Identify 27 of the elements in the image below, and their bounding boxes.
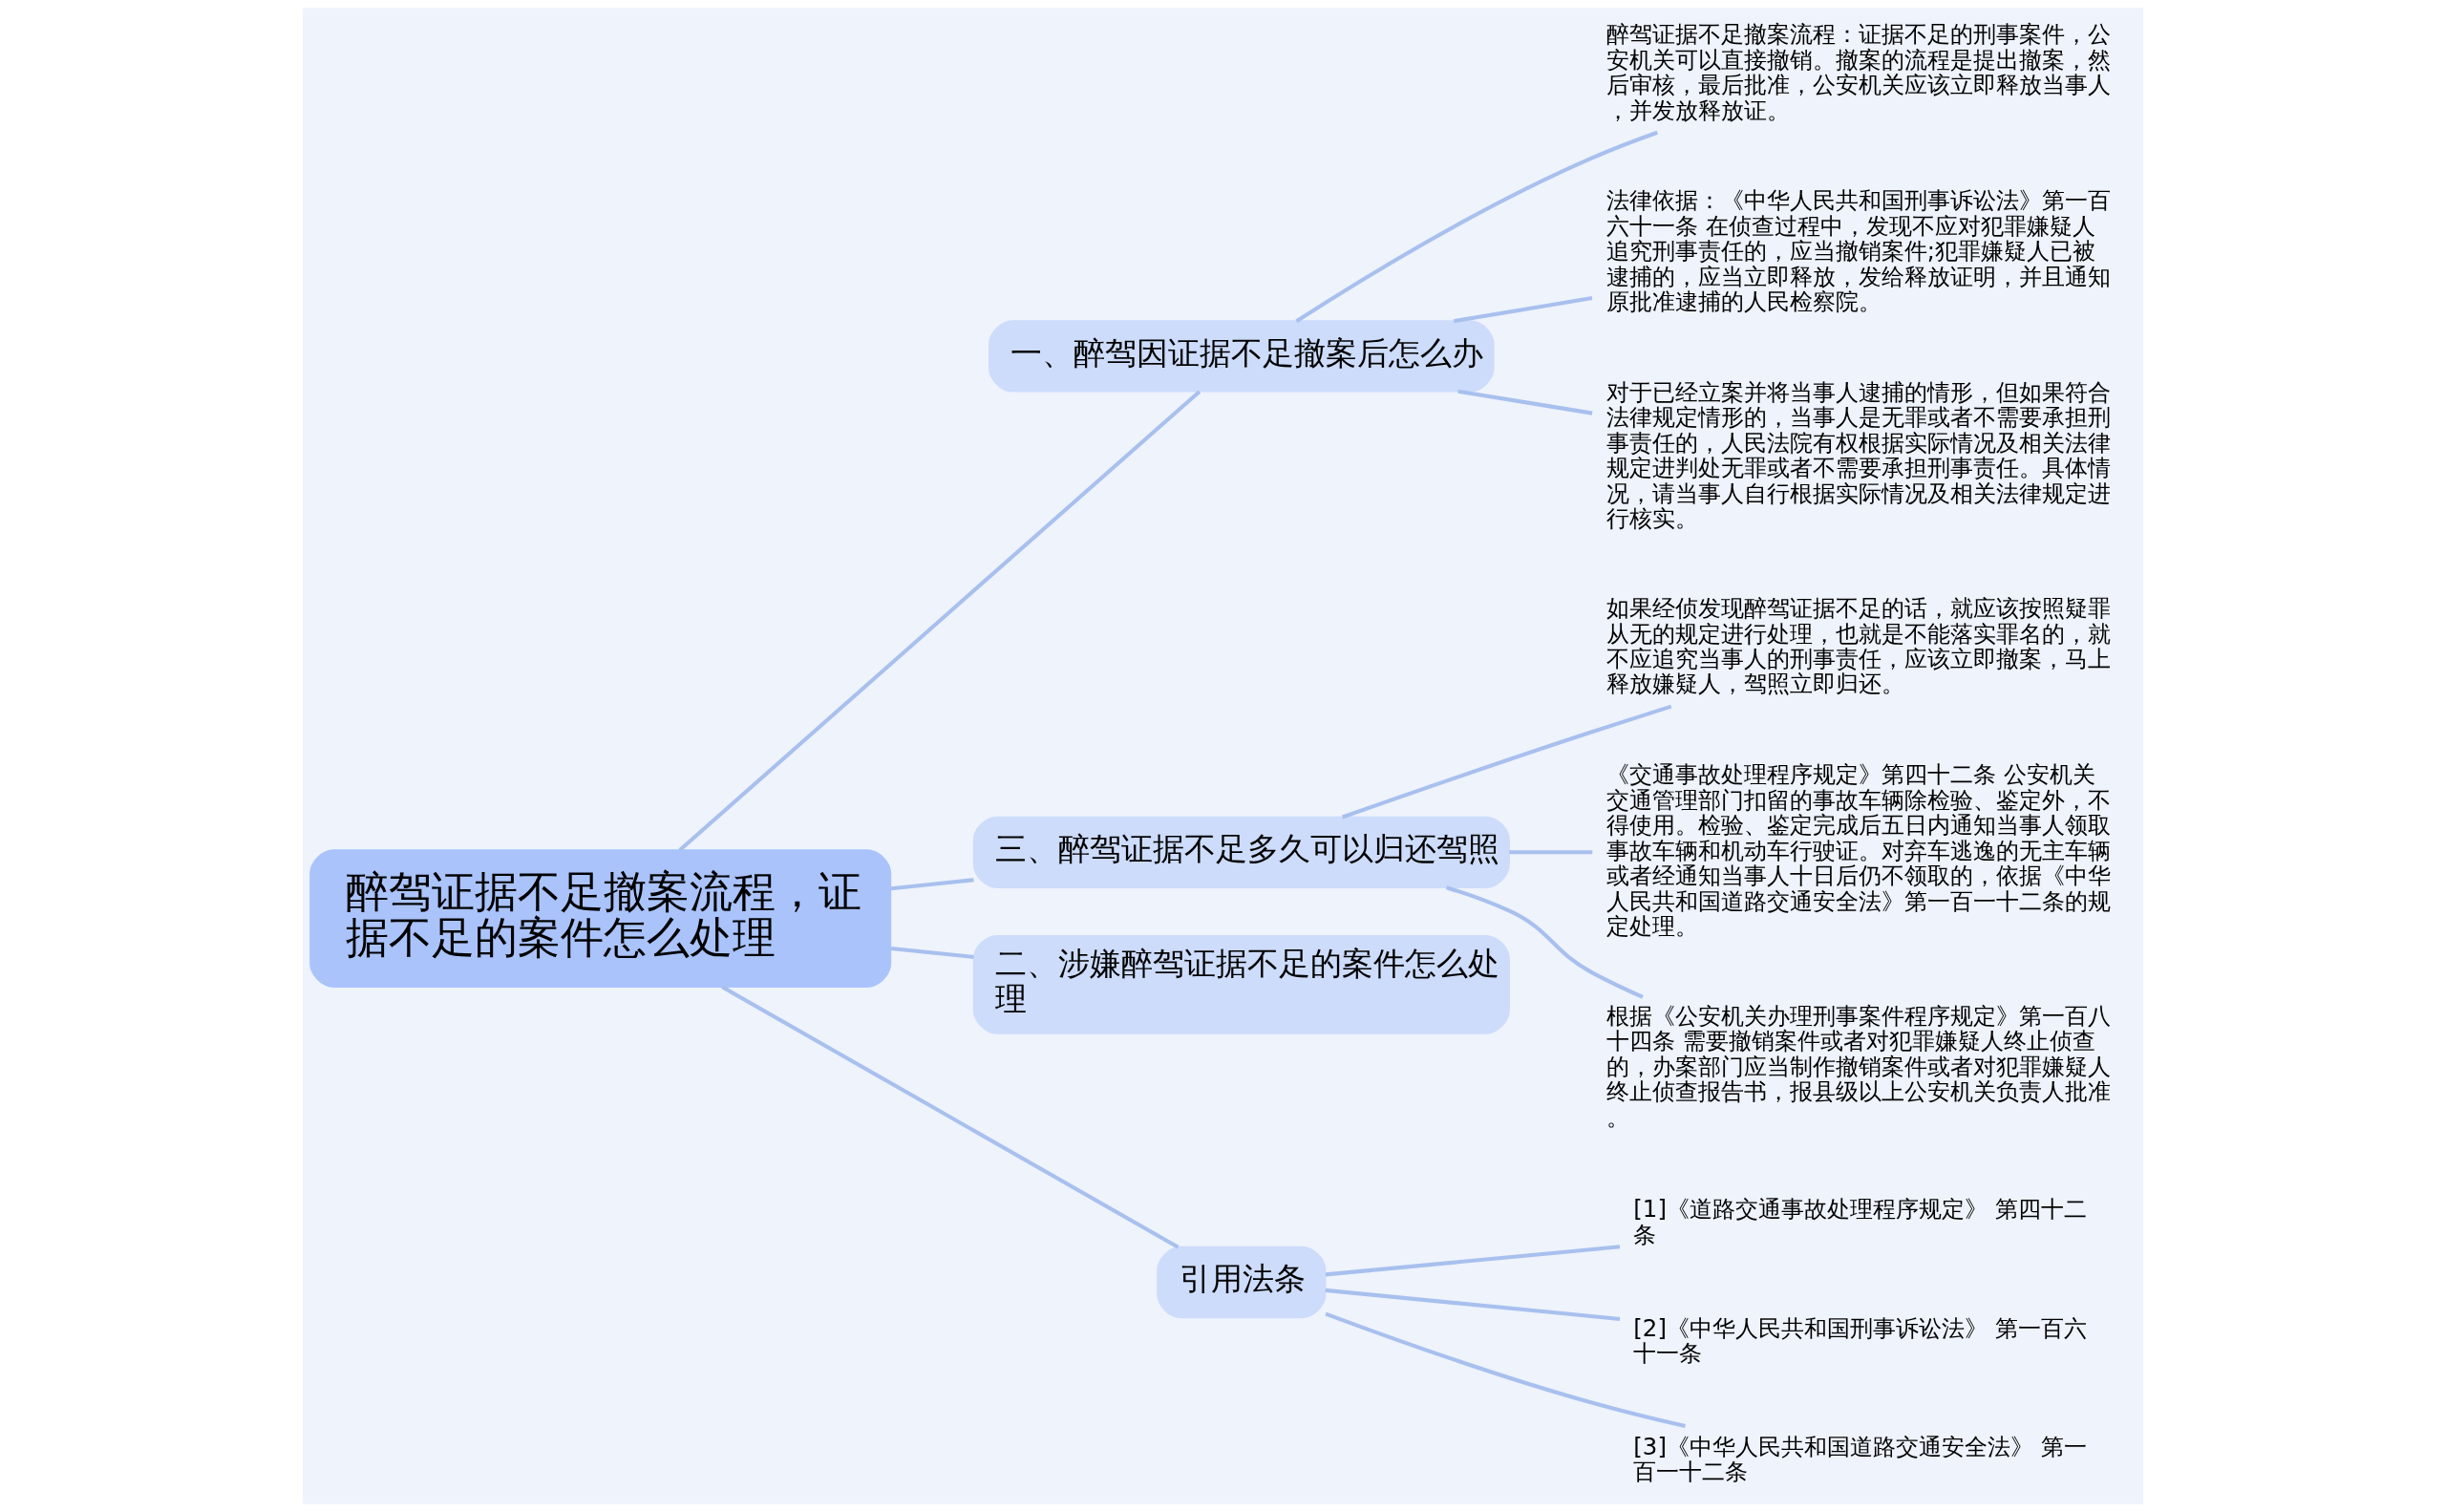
connector bbox=[1294, 130, 1658, 323]
node-text: 如果经侦发现醉驾证据不足的话，就应该按照疑罪从无的规定进行处理，也就是不能落实罪名的，就不应追究当事人的刑事责任，应该立即撤案，马上释放嫌疑人，驾照立即归还。 bbox=[1605, 594, 2111, 698]
connector bbox=[1456, 389, 1592, 415]
connector bbox=[678, 390, 1201, 852]
node-text: 《交通事故处理程序规定》第四十二条 公安机关交通管理部门扣留的事故车辆除检验、鉴定外，不得使用。检验、鉴定完成后五日内通知当事人领取事故车辆和机动车行驶证。对弃车逃逸的无主车辆或者经通知当事人十日后仍不领取的，依据《中华人民共和国道路交通安全法》第一百一十二条的规定处理。 bbox=[1605, 760, 2111, 941]
node-text: [1]《道路交通事故处理程序规定》 第四十二条 bbox=[1632, 1195, 2087, 1248]
connector bbox=[1324, 1311, 1686, 1429]
connector bbox=[1341, 704, 1671, 820]
connector bbox=[890, 946, 974, 959]
connector bbox=[1325, 1245, 1620, 1277]
connector bbox=[1325, 1288, 1620, 1321]
node-box: 三、醉驾证据不足多久可以归还驾照 bbox=[972, 816, 1510, 888]
node-box: 引用法条 bbox=[1156, 1246, 1326, 1319]
connector bbox=[1445, 885, 1644, 999]
node-text: [2]《中华人民共和国刑事诉讼法》 第一百六十一条 bbox=[1632, 1313, 2087, 1368]
connector bbox=[1508, 850, 1592, 855]
node-text: 对于已经立案并将当事人逮捕的情形，但如果符合法律规定情形的，当事人是无罪或者不需要承担刑事责任的，人民法院有权根据实际情况及相关法律规定进判处无罪或者不需要承担刑事责任。具体情况，请当事人自行根据实际情况及相关法律规定进行核实。 bbox=[1605, 377, 2111, 533]
connector bbox=[1453, 296, 1592, 324]
node-text: 法律依据：《中华人民共和国刑事诉讼法》第一百六十一条 在侦查过程中，发现不应对犯罪嫌疑人追究刑事责任的，应当撤销案件;犯罪嫌疑人已被逮捕的，应当立即释放，发给释放证明，并且通知原批准逮捕的人民检察院。 bbox=[1605, 186, 2111, 316]
node-box: 醉驾证据不足撤案流程，证据不足的案件怎么处理 bbox=[308, 849, 891, 988]
connector bbox=[890, 878, 974, 891]
node-box: 二、涉嫌醉驾证据不足的案件怎么处理 bbox=[972, 934, 1510, 1034]
connector bbox=[720, 985, 1179, 1249]
node-box: 一、醉驾因证据不足撤案后怎么办 bbox=[988, 320, 1495, 393]
node-text: [3]《中华人民共和国道路交通安全法》 第一百一十二条 bbox=[1632, 1432, 2087, 1486]
node-text: 根据《公安机关办理刑事案件程序规定》第一百八十四条 需要撤销案件或者对犯罪嫌疑人终止侦查的，办案部门应当制作撤销案件或者对犯罪嫌疑人终止侦查报告书，报县级以上公安机关负责人批准。 bbox=[1605, 1001, 2111, 1131]
node-text: 醉驾证据不足撤案流程：证据不足的刑事案件，公安机关可以直接撤销。撤案的流程是提出撤案，然后审核，最后批准，公安机关应该立即释放当事人，并发放释放证。 bbox=[1605, 20, 2111, 124]
